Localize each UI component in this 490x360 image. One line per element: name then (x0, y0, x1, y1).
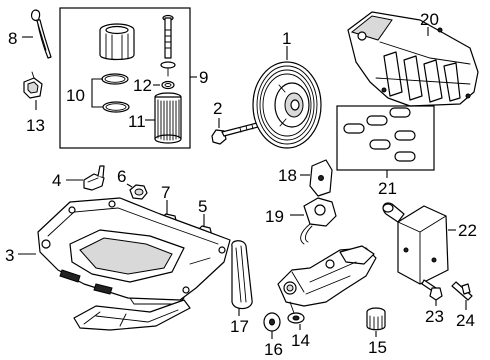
callout-14: 14 (291, 331, 310, 350)
callout-3: 3 (5, 246, 14, 265)
callout-8: 8 (8, 29, 17, 48)
callout-20: 20 (420, 10, 439, 29)
part-drain-stem (160, 14, 176, 77)
part-13-sensor (23, 71, 43, 99)
part-17-drive-belt (231, 240, 253, 310)
callout-7: 7 (161, 183, 170, 202)
part-15-strainer (366, 307, 386, 331)
callout-2: 2 (213, 99, 222, 118)
callout-12: 12 (133, 76, 152, 95)
callout-15: 15 (368, 338, 387, 357)
part-24-fitting (451, 281, 473, 301)
callout-4: 4 (52, 171, 61, 190)
part-12-small-o-ring (161, 80, 175, 90)
part-12-inner (164, 83, 172, 87)
part-16-washer (263, 312, 281, 332)
callout-17: 17 (230, 317, 249, 336)
callout-13: 13 (26, 116, 45, 135)
part-6-fitting (129, 184, 148, 200)
leader-10 (91, 78, 103, 108)
oil-filter-group-box (59, 7, 191, 149)
callout-5: 5 (198, 197, 207, 216)
part-filter-housing-cap (99, 23, 135, 61)
part-10-o-ring-lower-inner (105, 103, 127, 111)
callout-6: 6 (117, 167, 126, 186)
part-4-pipe-clip (83, 165, 105, 191)
part-20-intake-manifold (347, 11, 479, 107)
callout-24: 24 (456, 311, 475, 330)
leader-6 (126, 183, 133, 188)
part-10-o-ring-upper-inner (104, 75, 126, 83)
part-23-bolt (421, 279, 443, 301)
callout-9: 9 (199, 68, 208, 87)
part-18-bracket (309, 159, 333, 197)
part-3-oil-pan (37, 197, 231, 305)
callout-11: 11 (128, 112, 146, 131)
callout-22: 22 (458, 221, 477, 240)
part-14-oil-pump (277, 245, 377, 324)
part-1-crank-pulley (252, 61, 322, 149)
gasket-group-box (336, 105, 435, 171)
callout-16: 16 (264, 340, 283, 359)
part-22-oil-cooler (382, 202, 449, 285)
callout-10: 10 (66, 86, 85, 105)
part-11-filter-element (154, 92, 182, 144)
callout-19: 19 (265, 207, 284, 226)
part-21-intake-gaskets (343, 107, 416, 162)
callout-18: 18 (278, 166, 297, 185)
callout-1: 1 (282, 29, 291, 48)
part-3-pan-baffle (73, 299, 191, 331)
part-8-dipstick (30, 9, 52, 59)
callout-21: 21 (378, 179, 397, 198)
callout-23: 23 (425, 307, 444, 326)
part-19-sensor (300, 197, 337, 245)
